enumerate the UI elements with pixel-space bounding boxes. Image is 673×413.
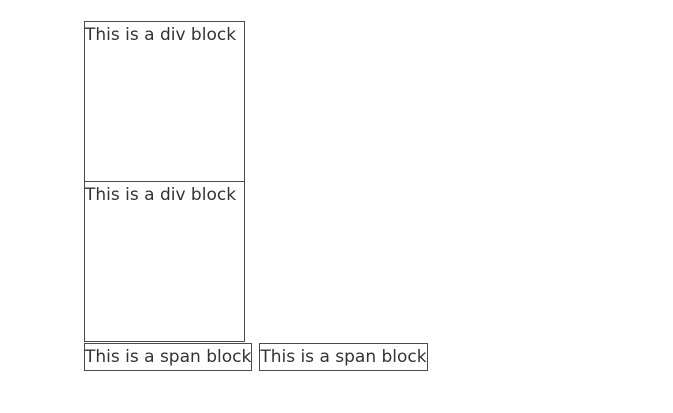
- span-block-2: This is a span block: [259, 343, 428, 371]
- div-block-1: This is a div block: [84, 21, 245, 182]
- span-block-1: This is a span block: [84, 343, 253, 371]
- div-block-2: This is a div block: [84, 181, 245, 342]
- block-demo-container: This is a div block This is a div block …: [84, 21, 644, 371]
- div-block-1-label: This is a div block: [85, 25, 237, 45]
- span-block-separator: [252, 343, 259, 344]
- div-block-2-label: This is a div block: [85, 185, 237, 205]
